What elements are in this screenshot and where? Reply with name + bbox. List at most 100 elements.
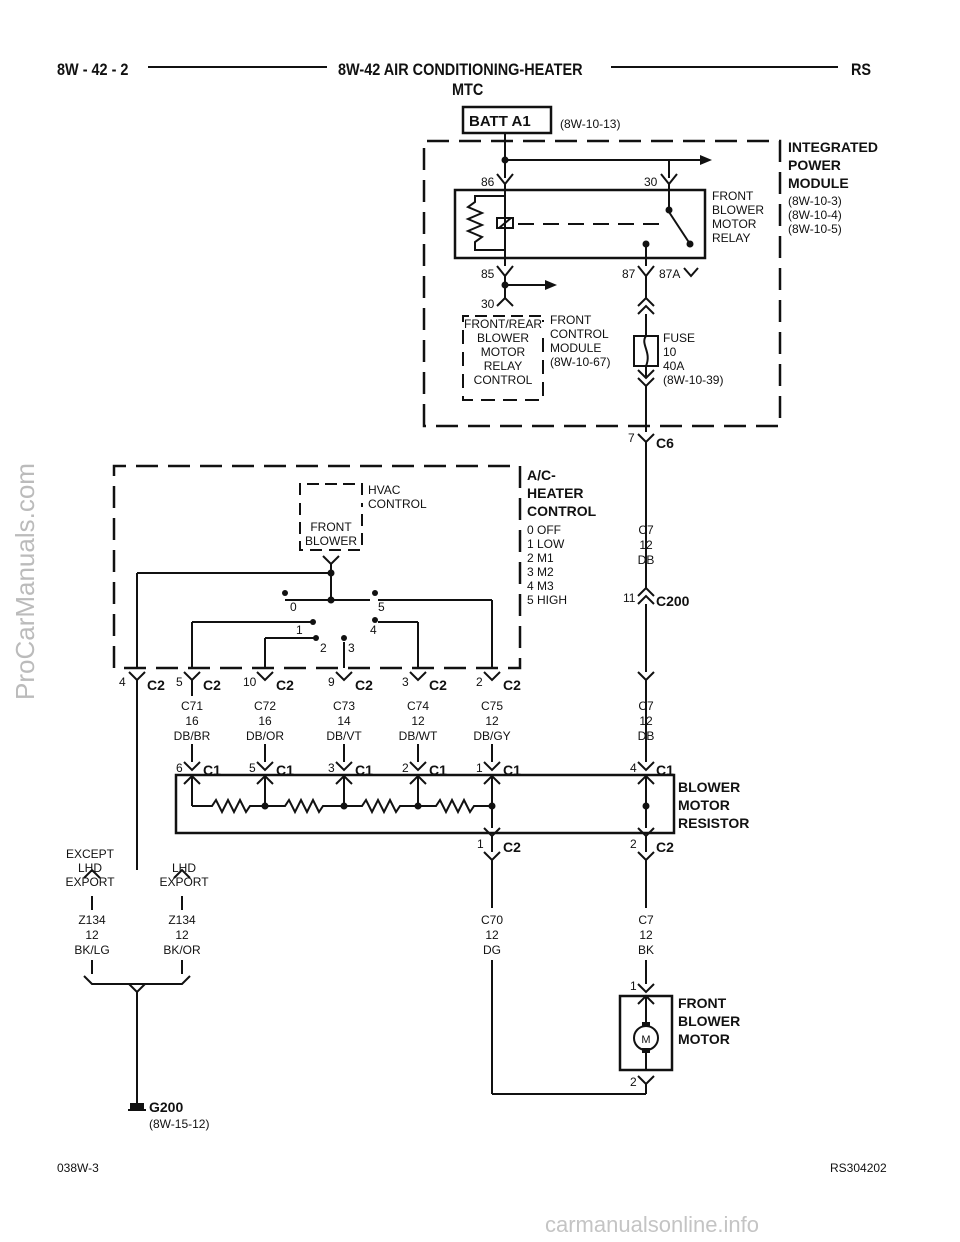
wire-c7b-circuit: C7 <box>638 699 654 713</box>
batt-ref: (8W-10-13) <box>560 117 620 131</box>
ahc-speed-2: 2 M1 <box>527 551 554 565</box>
ground-left-option-2: LHD <box>78 861 102 875</box>
relay-label-4: RELAY <box>712 231 750 245</box>
c1-name-3: C1 <box>355 762 373 778</box>
header-section: RS <box>851 60 872 79</box>
wire-c75-circuit: C75 <box>481 699 503 713</box>
wire-c71-gauge: 16 <box>185 714 199 728</box>
footer-ref-id: RS304202 <box>830 1161 887 1175</box>
wire-c70-circuit: C70 <box>481 913 503 927</box>
c2-pin-9: 9 <box>328 675 335 689</box>
header-title: 8W-42 AIR CONDITIONING-HEATER <box>338 60 583 79</box>
ahc-speed-4: 4 M3 <box>527 579 554 593</box>
ground-name: G200 <box>149 1099 183 1115</box>
c2-pin-3: 3 <box>402 675 409 689</box>
fuse-rating: 40A <box>663 359 684 373</box>
wire-c7a-color: DB <box>638 553 655 567</box>
wire-c7bk-color: BK <box>638 943 654 957</box>
ahc-label-1: A/C- <box>527 467 556 483</box>
wire-c72-circuit: C72 <box>254 699 276 713</box>
relay-label-1: FRONT <box>712 189 754 203</box>
ipm-label-3: MODULE <box>788 175 849 191</box>
ground-right-option-2: EXPORT <box>159 875 209 889</box>
c1-name-1: C1 <box>503 762 521 778</box>
fcm-label-4: (8W-10-67) <box>550 355 610 369</box>
ground-right-circuit: Z134 <box>168 913 196 927</box>
header-page-number: 8W - 42 - 2 <box>57 60 129 79</box>
wire-c7a-gauge: 12 <box>639 538 653 552</box>
wire-c7a-circuit: C7 <box>638 523 654 537</box>
wire-c7b-color: DB <box>638 729 655 743</box>
c2-name-3: C2 <box>429 677 447 693</box>
relay-pin-30: 30 <box>644 175 658 189</box>
ahc-label-2: HEATER <box>527 485 584 501</box>
motor-pin-2: 2 <box>630 1075 637 1089</box>
resistor-label-3: RESISTOR <box>678 815 749 831</box>
fcm-label-1: FRONT <box>550 313 592 327</box>
c2-name-9: C2 <box>355 677 373 693</box>
motor-label-3: MOTOR <box>678 1031 730 1047</box>
fcm-box-5: CONTROL <box>474 373 533 387</box>
wire-c75-gauge: 12 <box>485 714 499 728</box>
wire-c72-color: DB/OR <box>246 729 284 743</box>
c1-name-2: C1 <box>429 762 447 778</box>
ipm-label-2: POWER <box>788 157 841 173</box>
switch-pos-2: 2 <box>320 641 327 655</box>
ground-right-option-1: LHD <box>172 861 196 875</box>
wire-c7bk-gauge: 12 <box>639 928 653 942</box>
wire-c73-color: DB/VT <box>326 729 362 743</box>
c6-name: C6 <box>656 435 674 451</box>
ground-left-circuit: Z134 <box>78 913 106 927</box>
watermark-bottom: carmanualsonline.info <box>545 1212 760 1237</box>
relay-pin-85: 85 <box>481 267 495 281</box>
wire-c73-circuit: C73 <box>333 699 355 713</box>
ground-ref: (8W-15-12) <box>149 1117 209 1131</box>
ahc-speed-0: 0 OFF <box>527 523 561 537</box>
ahc-speed-5: 5 HIGH <box>527 593 567 607</box>
c1-pin-5: 5 <box>249 761 256 775</box>
c2-pin-2: 2 <box>476 675 483 689</box>
resistor-label-1: BLOWER <box>678 779 740 795</box>
relay-pin-87a: 87A <box>659 267 680 281</box>
c2-bottom-pin-1: 1 <box>477 837 484 851</box>
ground-left-gauge: 12 <box>85 928 99 942</box>
c1-pin-1: 1 <box>476 761 483 775</box>
fcm-box-1: FRONT/REAR <box>464 317 542 331</box>
wire-c70-color: DG <box>483 943 501 957</box>
ahc-speed-1: 1 LOW <box>527 537 565 551</box>
c200-pin: 11 <box>623 591 636 605</box>
batt-label: BATT A1 <box>469 113 531 130</box>
c2-name-2: C2 <box>503 677 521 693</box>
fcm-label-3: MODULE <box>550 341 601 355</box>
switch-pos-1: 1 <box>296 623 303 637</box>
c6-pin: 7 <box>628 431 635 445</box>
switch-pos-4: 4 <box>370 623 377 637</box>
c2-bottom-name-1: C2 <box>503 839 521 855</box>
ground-left-color: BK/LG <box>74 943 109 957</box>
wire-c7bk-circuit: C7 <box>638 913 654 927</box>
c2-name-10: C2 <box>276 677 294 693</box>
c200-name: C200 <box>656 593 690 609</box>
switch-pos-0: 0 <box>290 600 297 614</box>
c1-pin-2: 2 <box>402 761 409 775</box>
relay-label-3: MOTOR <box>712 217 757 231</box>
motor-pin-1: 1 <box>630 979 637 993</box>
fcm-box-3: MOTOR <box>481 345 526 359</box>
hvac-box-1: FRONT <box>310 520 352 534</box>
ipm-label-1: INTEGRATED <box>788 139 878 155</box>
c2-pin-5: 5 <box>176 675 183 689</box>
wire-c73-gauge: 14 <box>337 714 351 728</box>
hvac-box-2: BLOWER <box>305 534 357 548</box>
ground-right-gauge: 12 <box>175 928 189 942</box>
motor-label-2: BLOWER <box>678 1013 740 1029</box>
wire-c71-color: DB/BR <box>174 729 211 743</box>
relay-label-2: BLOWER <box>712 203 764 217</box>
fcm-label-2: CONTROL <box>550 327 609 341</box>
fcm-pin: 30 <box>481 297 495 311</box>
hvac-label-2: CONTROL <box>368 497 427 511</box>
ahc-speed-3: 3 M2 <box>527 565 554 579</box>
switch-pos-5: 5 <box>378 600 385 614</box>
ipm-ref-3: (8W-10-5) <box>788 222 842 236</box>
ground-right-color: BK/OR <box>163 943 201 957</box>
